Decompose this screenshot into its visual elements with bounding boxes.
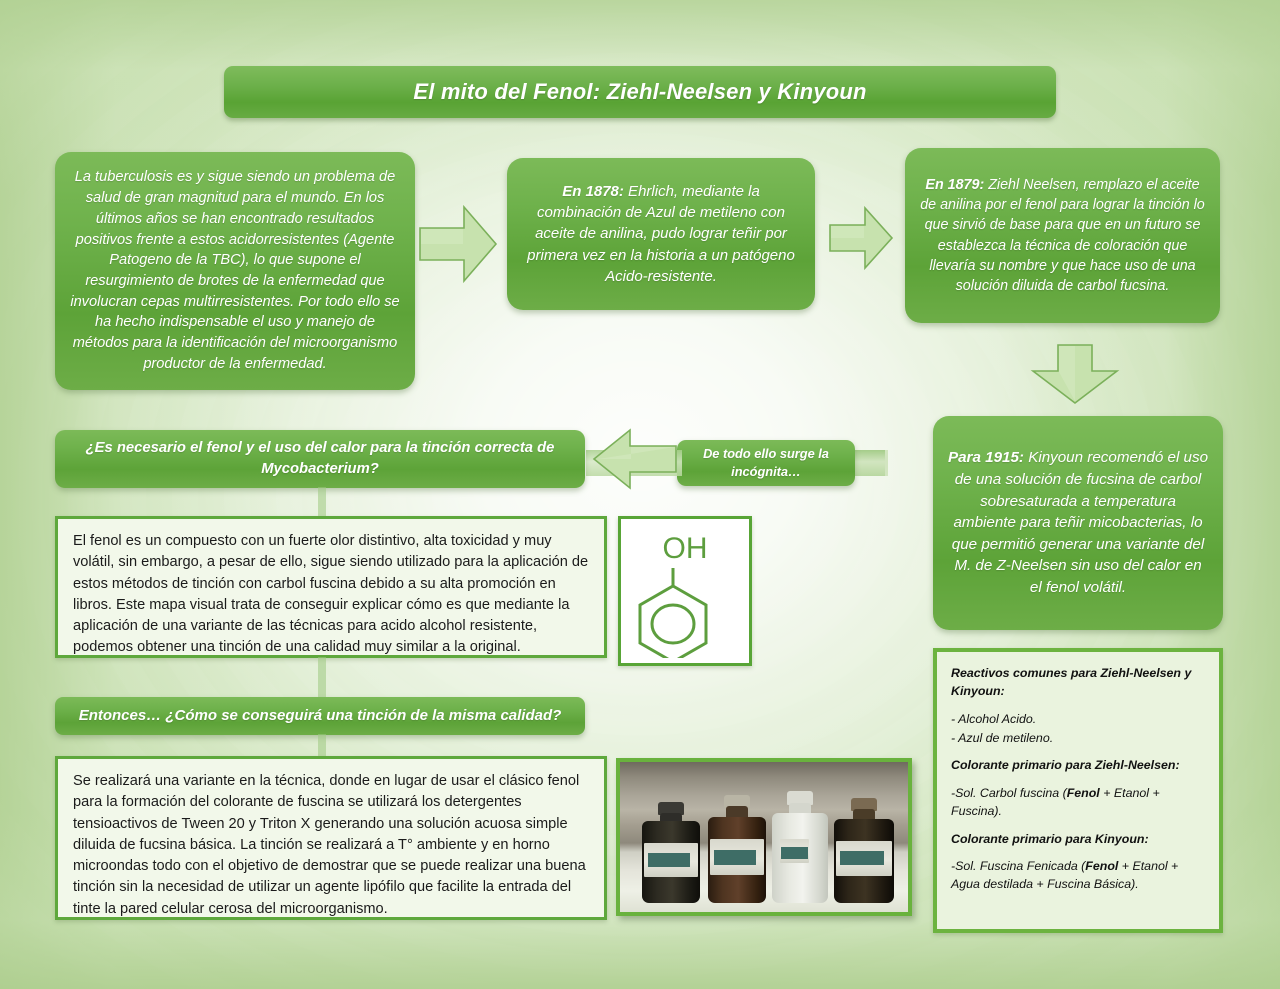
zn-prefix: -Sol. Carbol fuscina ( xyxy=(951,785,1067,800)
connector-fenol-to-entonces xyxy=(318,657,326,699)
incognita-text: De todo ello surge la incógnita… xyxy=(703,445,829,479)
kin-prefix: -Sol. Fuscina Fenicada ( xyxy=(951,858,1086,873)
reagents-item-2: - Azul de metileno. xyxy=(951,731,1054,746)
phenol-oh-label: OH xyxy=(663,532,708,565)
year-1879-text: En 1879: Ziehl Neelsen, remplazo el acei… xyxy=(919,175,1206,297)
reagents-item-1: - Alcohol Acido. xyxy=(951,711,1037,726)
reagents-heading: Reactivos comunes para Ziehl-Neelsen y K… xyxy=(951,666,1192,699)
question-text: ¿Es necesario el fenol y el uso del calo… xyxy=(85,440,555,477)
reagents-subheading-kinyoun: Colorante primario para Kinyoun: xyxy=(951,831,1149,846)
photo-content xyxy=(620,762,908,912)
zn-suffix: + Etanol + Fuscina). xyxy=(951,785,1160,819)
phenol-structure-icon: OH xyxy=(638,532,708,658)
bottle-2 xyxy=(708,795,766,903)
year-1915-label: Para 1915: xyxy=(947,449,1024,467)
arrow-down-icon xyxy=(1030,344,1120,405)
zn-fenol-bold: Fenol xyxy=(1066,785,1100,800)
bottle-4 xyxy=(834,798,894,903)
arrow-right-icon xyxy=(829,205,894,271)
year-1879-label: En 1879: xyxy=(925,176,985,193)
kin-suffix: + Etanol + Agua destilada + Fuscina Bási… xyxy=(951,858,1179,892)
year-1915-body: Kinyoun recomendó el uso de una solución… xyxy=(951,449,1209,596)
bottle-1 xyxy=(642,802,700,903)
bottle-label xyxy=(710,839,764,876)
year-1878-body: Ehrlich, mediante la combinación de Azul… xyxy=(527,182,795,285)
year-1915-box: Para 1915: Kinyoun recomendó el uso de u… xyxy=(933,416,1223,630)
variante-description-box: Se realizará una variante en la técnica,… xyxy=(55,756,607,920)
intro-tuberculosis-text: La tuberculosis es y sigue siendo un pro… xyxy=(70,169,400,372)
phenol-molecule-panel: OH xyxy=(618,516,752,666)
connector-question-to-fenol xyxy=(318,487,326,519)
year-1879-box: En 1879: Ziehl Neelsen, remplazo el acei… xyxy=(905,148,1220,323)
intro-tuberculosis-box: La tuberculosis es y sigue siendo un pro… xyxy=(55,152,415,390)
page-title: El mito del Fenol: Ziehl-Neelsen y Kinyo… xyxy=(224,66,1056,118)
year-1915-text: Para 1915: Kinyoun recomendó el uso de u… xyxy=(947,447,1209,598)
incognita-box: De todo ello surge la incógnita… xyxy=(677,440,855,486)
year-1878-text: En 1878: Ehrlich, mediante la combinació… xyxy=(521,181,801,287)
arrow-left-icon xyxy=(592,428,677,490)
question-box: ¿Es necesario el fenol y el uso del calo… xyxy=(55,430,585,488)
reagents-subheading-zn: Colorante primario para Ziehl-Neelsen: xyxy=(951,758,1180,773)
fenol-description-box: El fenol es un compuesto con un fuerte o… xyxy=(55,516,607,658)
connector-entonces-to-variante xyxy=(318,734,326,758)
reagent-bottles-photo xyxy=(616,758,912,916)
reagents-zn-formula: -Sol. Carbol fuscina (Fenol + Etanol + F… xyxy=(951,784,1205,821)
kin-fenol-bold: Fenol xyxy=(1085,858,1119,873)
bottle-label xyxy=(779,839,809,864)
entonces-text: Entonces… ¿Cómo se conseguirá una tinció… xyxy=(78,707,562,725)
fenol-description-text: El fenol es un compuesto con un fuerte o… xyxy=(73,533,589,656)
year-1878-box: En 1878: Ehrlich, mediante la combinació… xyxy=(507,158,815,310)
entonces-box: Entonces… ¿Cómo se conseguirá una tinció… xyxy=(55,697,585,735)
bottle-label xyxy=(836,840,892,876)
year-1879-body: Ziehl Neelsen, remplazo el aceite de ani… xyxy=(920,176,1205,295)
year-1878-label: En 1878: xyxy=(562,182,624,200)
reagents-box: Reactivos comunes para Ziehl-Neelsen y K… xyxy=(933,648,1223,933)
arrow-right-icon xyxy=(419,204,498,284)
reagents-kinyoun-formula: -Sol. Fuscina Fenicada (Fenol + Etanol +… xyxy=(951,857,1205,894)
bottle-label xyxy=(644,843,698,877)
variante-description-text: Se realizará una variante en la técnica,… xyxy=(73,773,586,917)
bottle-3 xyxy=(772,791,828,903)
